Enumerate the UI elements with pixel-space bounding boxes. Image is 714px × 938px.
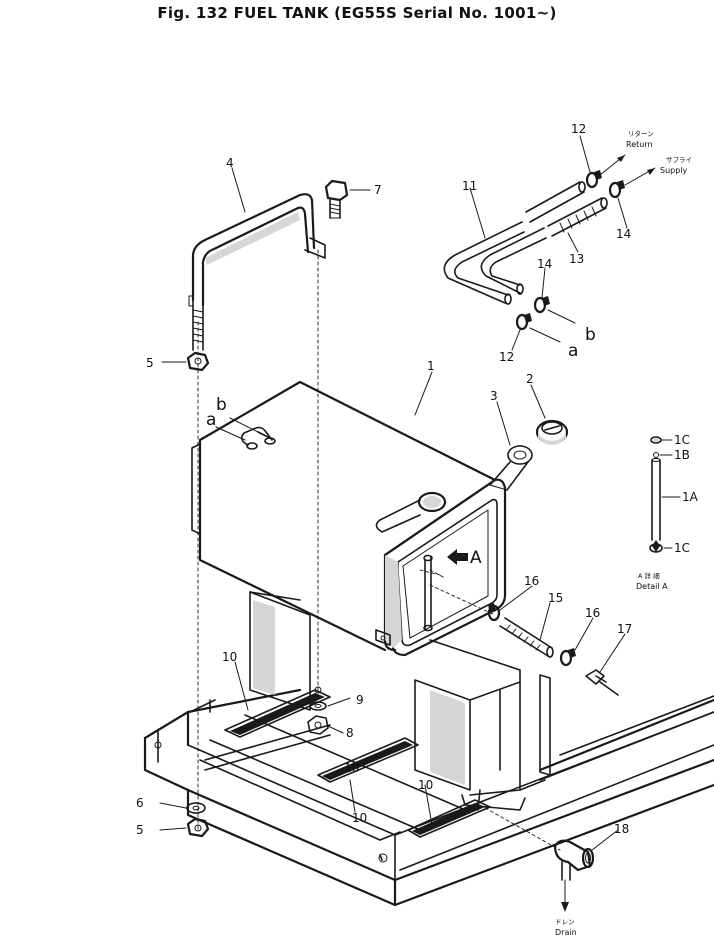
callout-10-a: 10	[222, 650, 237, 664]
callout-18: 18	[614, 822, 629, 836]
reference-letters: a b b a A	[206, 325, 596, 568]
filler-cap	[535, 419, 569, 445]
supply-label-ja: サプライ	[666, 156, 692, 164]
callout-10-d: 10	[418, 778, 433, 792]
return-label-ja: リターン	[628, 129, 654, 138]
fuel-tank-body	[191, 380, 507, 657]
tank-band	[188, 193, 326, 351]
leader-lines	[159, 135, 681, 851]
callout-16-left: 16	[524, 574, 539, 588]
bolt-7	[324, 179, 349, 219]
drain-label-ja: ドレン	[555, 918, 575, 926]
callout-12-bottom: 12	[499, 350, 514, 364]
detail-a-gauge	[649, 436, 663, 553]
figure-title: Fig. 132 FUEL TANK (EG55S Serial No. 100…	[157, 4, 557, 22]
return-label-en: Return	[626, 140, 653, 149]
gauge-centerline	[429, 569, 446, 579]
callout-7: 7	[374, 183, 382, 197]
supply-label-en: Supply	[660, 166, 688, 175]
detail-label-en: Detail A	[636, 582, 668, 591]
callout-10-c: 10	[352, 811, 367, 825]
callout-1: 1	[427, 359, 435, 373]
callout-8: 8	[346, 726, 354, 740]
fasteners-left	[186, 351, 210, 838]
callout-numbers: 1 2 3 4 5 5 6 7 8 9 10 10 10 10 11 12 12…	[136, 122, 699, 837]
drain-pipe	[479, 603, 619, 851]
callout-15: 15	[548, 591, 563, 605]
letter-b-hose: b	[585, 325, 596, 345]
callout-9: 9	[356, 693, 364, 707]
drain-label-en: Drain	[555, 928, 577, 937]
direction-labels: リターン Return サプライ Supply ドレン Drain A 詳 細 …	[555, 129, 692, 937]
callout-12-top: 12	[571, 122, 586, 136]
fuel-hoses	[443, 154, 656, 343]
callout-6: 6	[136, 796, 144, 810]
letter-b-tank: b	[216, 395, 227, 415]
detail-label-ja: A 詳 細	[638, 571, 660, 580]
fuel-strainer	[489, 445, 533, 491]
callout-1C-top: 1C	[674, 433, 690, 447]
drain-cock	[553, 839, 595, 912]
callout-13: 13	[569, 252, 584, 266]
letter-a-tank: a	[206, 410, 216, 430]
tank-brackets	[224, 591, 551, 838]
callout-17: 17	[617, 622, 632, 636]
base-frame	[143, 688, 714, 907]
callout-1B: 1B	[674, 448, 690, 462]
callout-10-b: 10	[344, 761, 359, 775]
callout-14-bottom: 14	[537, 257, 552, 271]
callout-3: 3	[490, 389, 498, 403]
callout-2: 2	[526, 372, 534, 386]
callout-11: 11	[462, 179, 477, 193]
callout-5-bottom: 5	[136, 823, 144, 837]
letter-view-A: A	[470, 548, 482, 568]
callout-14-top: 14	[616, 227, 631, 241]
callout-1C-bottom: 1C	[674, 541, 690, 555]
callout-5-top: 5	[146, 356, 154, 370]
letter-a-hose: a	[568, 341, 578, 361]
view-arrow-icon	[447, 549, 468, 565]
callout-4: 4	[226, 156, 234, 170]
callout-16-right: 16	[585, 606, 600, 620]
callout-1A: 1A	[682, 490, 699, 504]
